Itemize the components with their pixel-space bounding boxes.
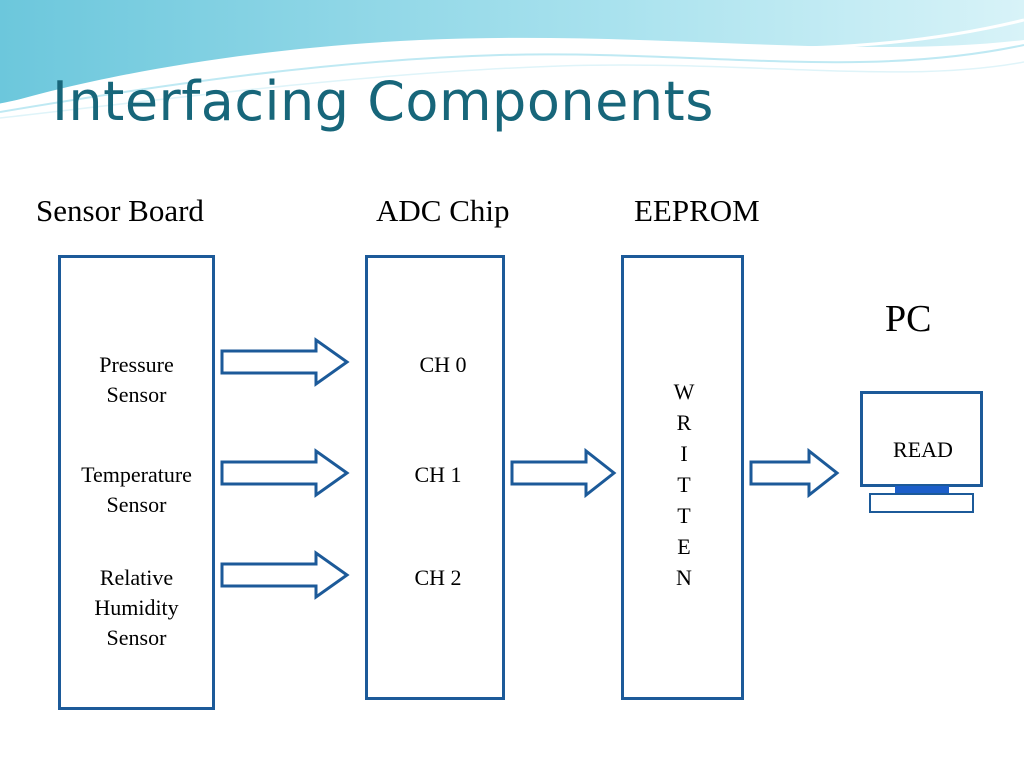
written-letter-i: I (680, 441, 688, 466)
pc-label: PC (885, 298, 932, 340)
sensor-board-label: Sensor Board (36, 193, 204, 228)
pc-read-label: READ (893, 437, 953, 462)
header-wave-decoration (0, 0, 1024, 119)
channel-1-label: CH 1 (414, 462, 462, 487)
temperature-sensor-line-2: Sensor (106, 492, 167, 517)
eeprom-written-text: W R I T T E N (624, 376, 744, 593)
pc-monitor-base (869, 493, 974, 513)
channel-2-label: CH 2 (414, 565, 462, 590)
pressure-sensor-text: Pressure Sensor (61, 350, 212, 410)
temperature-sensor-text: Temperature Sensor (61, 460, 212, 520)
pc-monitor-screen: READ (860, 391, 983, 487)
channel-0-label: CH 0 (419, 352, 467, 377)
arrow-humidity-to-ch2 (220, 550, 350, 600)
humidity-sensor-line-3: Sensor (106, 625, 167, 650)
written-letter-e: E (677, 534, 691, 559)
adc-chip-label: ADC Chip (376, 193, 510, 228)
written-letter-t2: T (677, 503, 691, 528)
pc-monitor-stand (895, 486, 949, 495)
arrow-temperature-to-ch1 (220, 448, 350, 498)
pressure-sensor-line-1: Pressure (99, 352, 174, 377)
humidity-sensor-line-2: Humidity (94, 595, 179, 620)
arrow-eeprom-to-pc (749, 447, 840, 499)
humidity-sensor-text: Relative Humidity Sensor (61, 563, 212, 653)
written-letter-w: W (673, 379, 695, 404)
adc-chip-box: CH 0 CH 1 CH 2 (365, 255, 505, 700)
pressure-sensor-line-2: Sensor (106, 382, 167, 407)
eeprom-label: EEPROM (634, 193, 760, 228)
temperature-sensor-line-1: Temperature (81, 462, 192, 487)
sensor-board-box: Pressure Sensor Temperature Sensor Relat… (58, 255, 215, 710)
page-title: Interfacing Components (52, 70, 714, 133)
written-letter-r: R (676, 410, 692, 435)
arrow-pressure-to-ch0 (220, 337, 350, 387)
arrow-adc-to-eeprom (510, 447, 617, 499)
eeprom-box: W R I T T E N (621, 255, 744, 700)
written-letter-n: N (676, 565, 692, 590)
written-letter-t1: T (677, 472, 691, 497)
humidity-sensor-line-1: Relative (99, 565, 174, 590)
